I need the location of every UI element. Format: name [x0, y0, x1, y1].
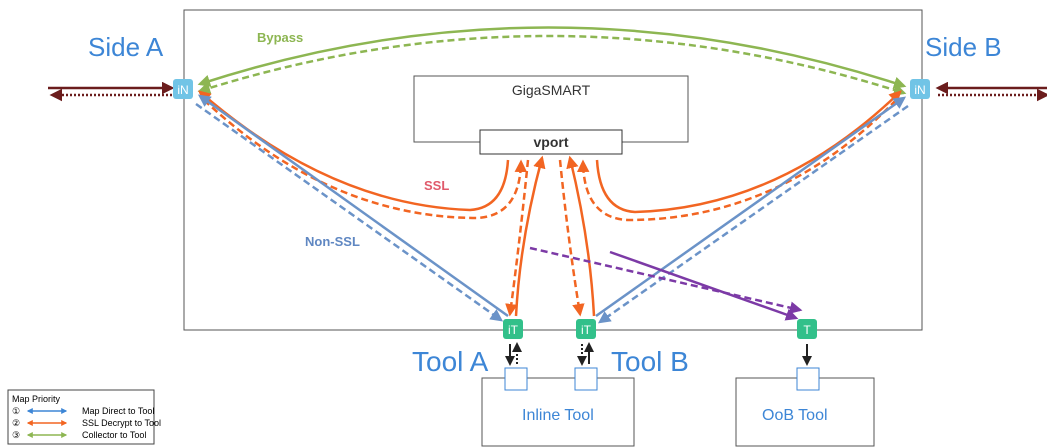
legend-item-1-num: ① [12, 406, 20, 416]
oob-arrow-dashed [529, 246, 803, 314]
tool-a-port[interactable]: iT [503, 319, 523, 339]
tool-a-port-label: iT [508, 323, 519, 337]
non-ssl-a-arrow-solid [197, 94, 509, 318]
oob-tool-label: OoB Tool [762, 407, 828, 424]
ssl-tool-b-arrow-solid [566, 155, 596, 317]
side-a-port[interactable]: iN [173, 79, 193, 99]
tool-b-label: Tool B [611, 346, 689, 377]
ssl-right-arrow-dashed [576, 99, 897, 222]
legend-item-2-num: ② [12, 418, 20, 428]
inline-tool-port-a [504, 367, 528, 391]
ssl-left-arrow-dashed [203, 99, 528, 220]
side-b-port[interactable]: iN [910, 79, 930, 99]
tool-b-port-label: iT [581, 323, 592, 337]
legend: Map Priority ① Map Direct to Tool ② SSL … [7, 389, 161, 445]
non-ssl-b-arrow-dashed [597, 104, 909, 324]
oob-arrow-solid [609, 250, 799, 321]
side-b-label: Side B [925, 32, 1002, 62]
bypass-arrow-solid [197, 26, 907, 89]
oob-port-label: T [803, 323, 811, 337]
side-a-port-label: iN [177, 83, 188, 97]
ssl-tool-a-arrow-dashed [505, 159, 530, 317]
non-ssl-b-arrow-solid [595, 96, 907, 318]
non-ssl-a-arrow-dashed [195, 102, 504, 322]
tool-b-port[interactable]: iT [576, 319, 596, 339]
inline-tool-port-b [574, 367, 598, 391]
legend-item-3-text: Collector to Tool [82, 430, 146, 440]
legend-item-2-text: SSL Decrypt to Tool [82, 418, 161, 428]
bypass-label: Bypass [257, 30, 303, 45]
legend-title: Map Priority [12, 394, 61, 404]
bypass-arrow-dashed [197, 34, 907, 96]
ssl-label: SSL [424, 178, 449, 193]
legend-item-1-text: Map Direct to Tool [82, 406, 154, 416]
legend-item-3-num: ③ [12, 430, 20, 440]
oob-tool-port [796, 367, 820, 391]
ssl-tool-b-arrow-dashed [558, 159, 585, 317]
tool-a-label: Tool A [412, 346, 489, 377]
vport-box [479, 129, 623, 155]
non-ssl-label: Non-SSL [305, 234, 360, 249]
side-a-label: Side A [88, 32, 164, 62]
ssl-tool-a-arrow-solid [514, 155, 546, 317]
vport-label: vport [534, 134, 569, 150]
side-b-port-label: iN [914, 83, 925, 97]
gigasmart-label: GigaSMART [512, 82, 591, 98]
oob-port[interactable]: T [797, 319, 817, 339]
inline-tool-label: Inline Tool [522, 407, 594, 424]
